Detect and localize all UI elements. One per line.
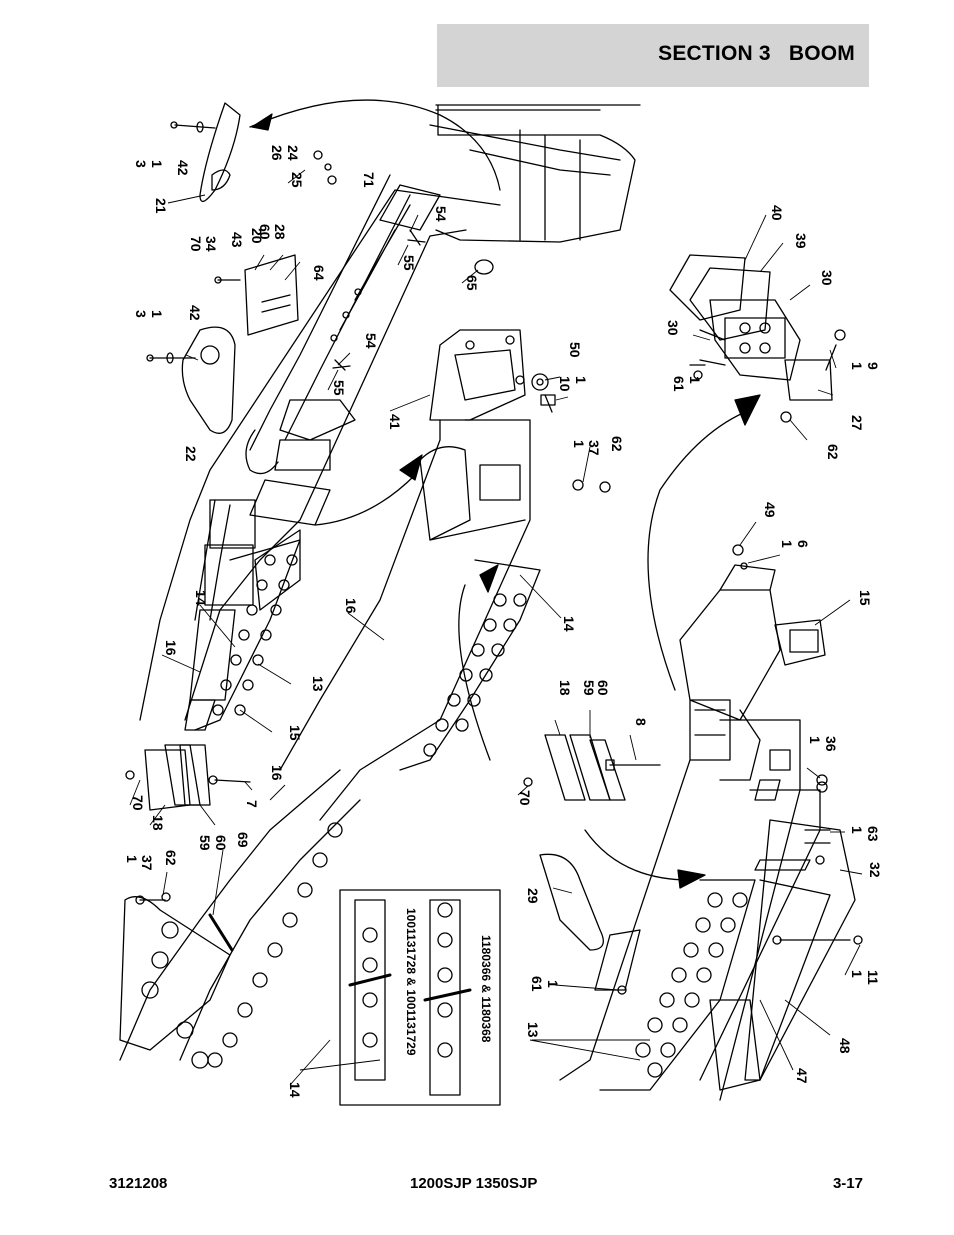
footer-models: 1200SJP 1350SJP — [410, 1175, 538, 1192]
callout-1h: 1 — [807, 736, 823, 744]
callout-14c: 14 — [287, 1082, 303, 1098]
section-header: SECTION 3 BOOM — [437, 24, 869, 87]
callout-3b: 3 — [133, 310, 149, 318]
callout-70c: 70 — [130, 795, 146, 811]
callout-60c: 60 — [213, 835, 229, 851]
callout-9: 9 — [865, 362, 881, 370]
callout-13b: 13 — [525, 1022, 541, 1038]
callout-11: 11 — [865, 970, 881, 985]
callout-16c: 16 — [269, 765, 285, 781]
callout-1e: 1 — [687, 376, 703, 384]
callout-30: 30 — [819, 270, 835, 286]
callout-18b: 18 — [150, 815, 166, 831]
callout-22: 22 — [183, 446, 199, 462]
callout-39: 39 — [793, 233, 809, 249]
callout-70: 70 — [188, 236, 204, 252]
section-title: SECTION 3 BOOM — [658, 42, 855, 65]
callout-16b: 16 — [163, 640, 179, 656]
callout-8: 8 — [633, 718, 649, 726]
callout-30b: 30 — [665, 320, 681, 336]
callout-37: 37 — [586, 440, 602, 456]
callout-42b: 42 — [187, 305, 203, 321]
callout-6: 6 — [795, 540, 811, 548]
callout-14: 14 — [561, 616, 577, 632]
callout-62: 62 — [609, 436, 625, 452]
callout-10: 10 — [557, 376, 573, 392]
callout-14b: 14 — [193, 590, 209, 606]
callout-54b: 54 — [363, 333, 379, 349]
callout-60b: 60 — [595, 680, 611, 696]
callout-32: 32 — [867, 862, 883, 878]
callout-61: 61 — [671, 376, 687, 392]
callout-1l: 1 — [849, 970, 865, 978]
callout-64: 64 — [311, 265, 327, 281]
callout-59b: 59 — [197, 835, 213, 851]
callout-3: 3 — [133, 160, 149, 168]
callout-55: 55 — [401, 255, 417, 271]
callout-1d: 1 — [571, 440, 587, 448]
callout-1f: 1 — [849, 362, 865, 370]
callout-15b: 15 — [287, 725, 303, 741]
callout-54: 54 — [433, 206, 449, 222]
callout-69: 69 — [235, 832, 251, 848]
callout-1: 1 — [149, 160, 165, 168]
inset-label-b: 1180366 & 1180368 — [479, 935, 493, 1043]
inset-label-a: 1001131728 & 1001131729 — [404, 908, 418, 1056]
callout-63: 63 — [865, 826, 881, 842]
callout-40: 40 — [769, 205, 785, 221]
callout-37b: 37 — [139, 855, 155, 871]
footer-doc-number: 3121208 — [109, 1175, 168, 1192]
callout-36: 36 — [823, 736, 839, 752]
callout-34: 34 — [203, 236, 219, 252]
callout-28: 28 — [272, 224, 288, 240]
callout-1c: 1 — [573, 376, 589, 384]
callout-62b: 62 — [825, 444, 841, 460]
callout-21: 21 — [153, 198, 169, 214]
callout-55b: 55 — [331, 380, 347, 396]
callout-13: 13 — [310, 676, 326, 692]
callout-61b: 61 — [529, 976, 545, 992]
callout-1k: 1 — [545, 980, 561, 988]
callout-1i: 1 — [849, 826, 865, 834]
callout-71: 71 — [361, 172, 377, 188]
callout-18: 18 — [557, 680, 573, 696]
callout-48: 48 — [837, 1038, 853, 1054]
callout-41: 41 — [387, 414, 403, 430]
callout-62c: 62 — [163, 850, 179, 866]
callout-26: 26 — [269, 145, 285, 161]
callout-60: 60 — [257, 224, 273, 240]
callout-59: 59 — [581, 680, 597, 696]
callout-70b: 70 — [517, 790, 533, 806]
callout-20: 20 — [249, 228, 265, 244]
callout-65: 65 — [464, 275, 480, 291]
callout-25: 25 — [289, 172, 305, 188]
callout-1j: 1 — [124, 855, 140, 863]
callout-29: 29 — [525, 888, 541, 904]
callout-50: 50 — [567, 342, 583, 358]
callout-42: 42 — [175, 160, 191, 176]
callout-1g: 1 — [779, 540, 795, 548]
callout-43: 43 — [229, 232, 245, 248]
callout-47: 47 — [794, 1068, 810, 1084]
callout-1b: 1 — [149, 310, 165, 318]
callout-27: 27 — [849, 415, 865, 431]
callout-15: 15 — [857, 590, 873, 606]
callout-24: 24 — [285, 145, 301, 161]
footer-page-number: 3-17 — [832, 1175, 863, 1192]
callout-7: 7 — [244, 800, 260, 808]
callout-49: 49 — [762, 502, 778, 518]
callout-16: 16 — [343, 598, 359, 614]
